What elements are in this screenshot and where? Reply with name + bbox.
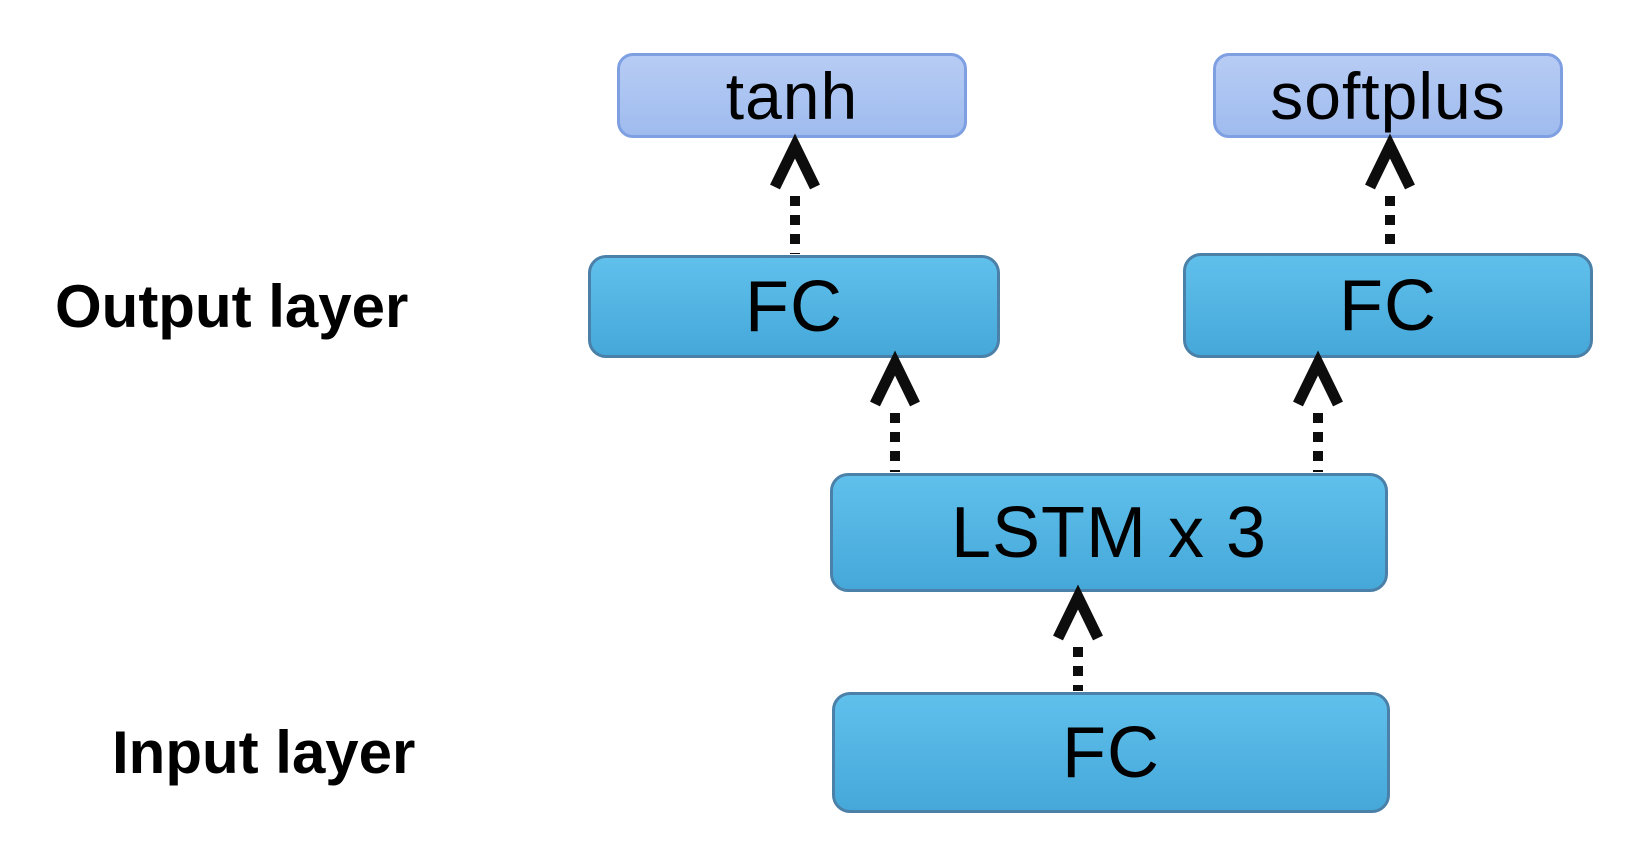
arrow-fc-to-softplus (1365, 133, 1415, 252)
input-layer-label: Input layer (112, 719, 416, 786)
output-fc-right-node: FC (1183, 253, 1593, 358)
arrow-fc-to-lstm (1053, 584, 1103, 691)
output-layer-label: Output layer (55, 273, 409, 340)
output-fc-left-node: FC (588, 255, 1000, 358)
input-fc-node: FC (832, 692, 1390, 813)
tanh-activation-node: tanh (617, 53, 967, 138)
arrow-lstm-to-fc-right (1293, 350, 1343, 472)
lstm-stack-node: LSTM x 3 (830, 473, 1388, 592)
arrow-lstm-to-fc-left (870, 350, 920, 472)
arrow-fc-to-tanh (770, 133, 820, 254)
softplus-activation-node: softplus (1213, 53, 1563, 138)
